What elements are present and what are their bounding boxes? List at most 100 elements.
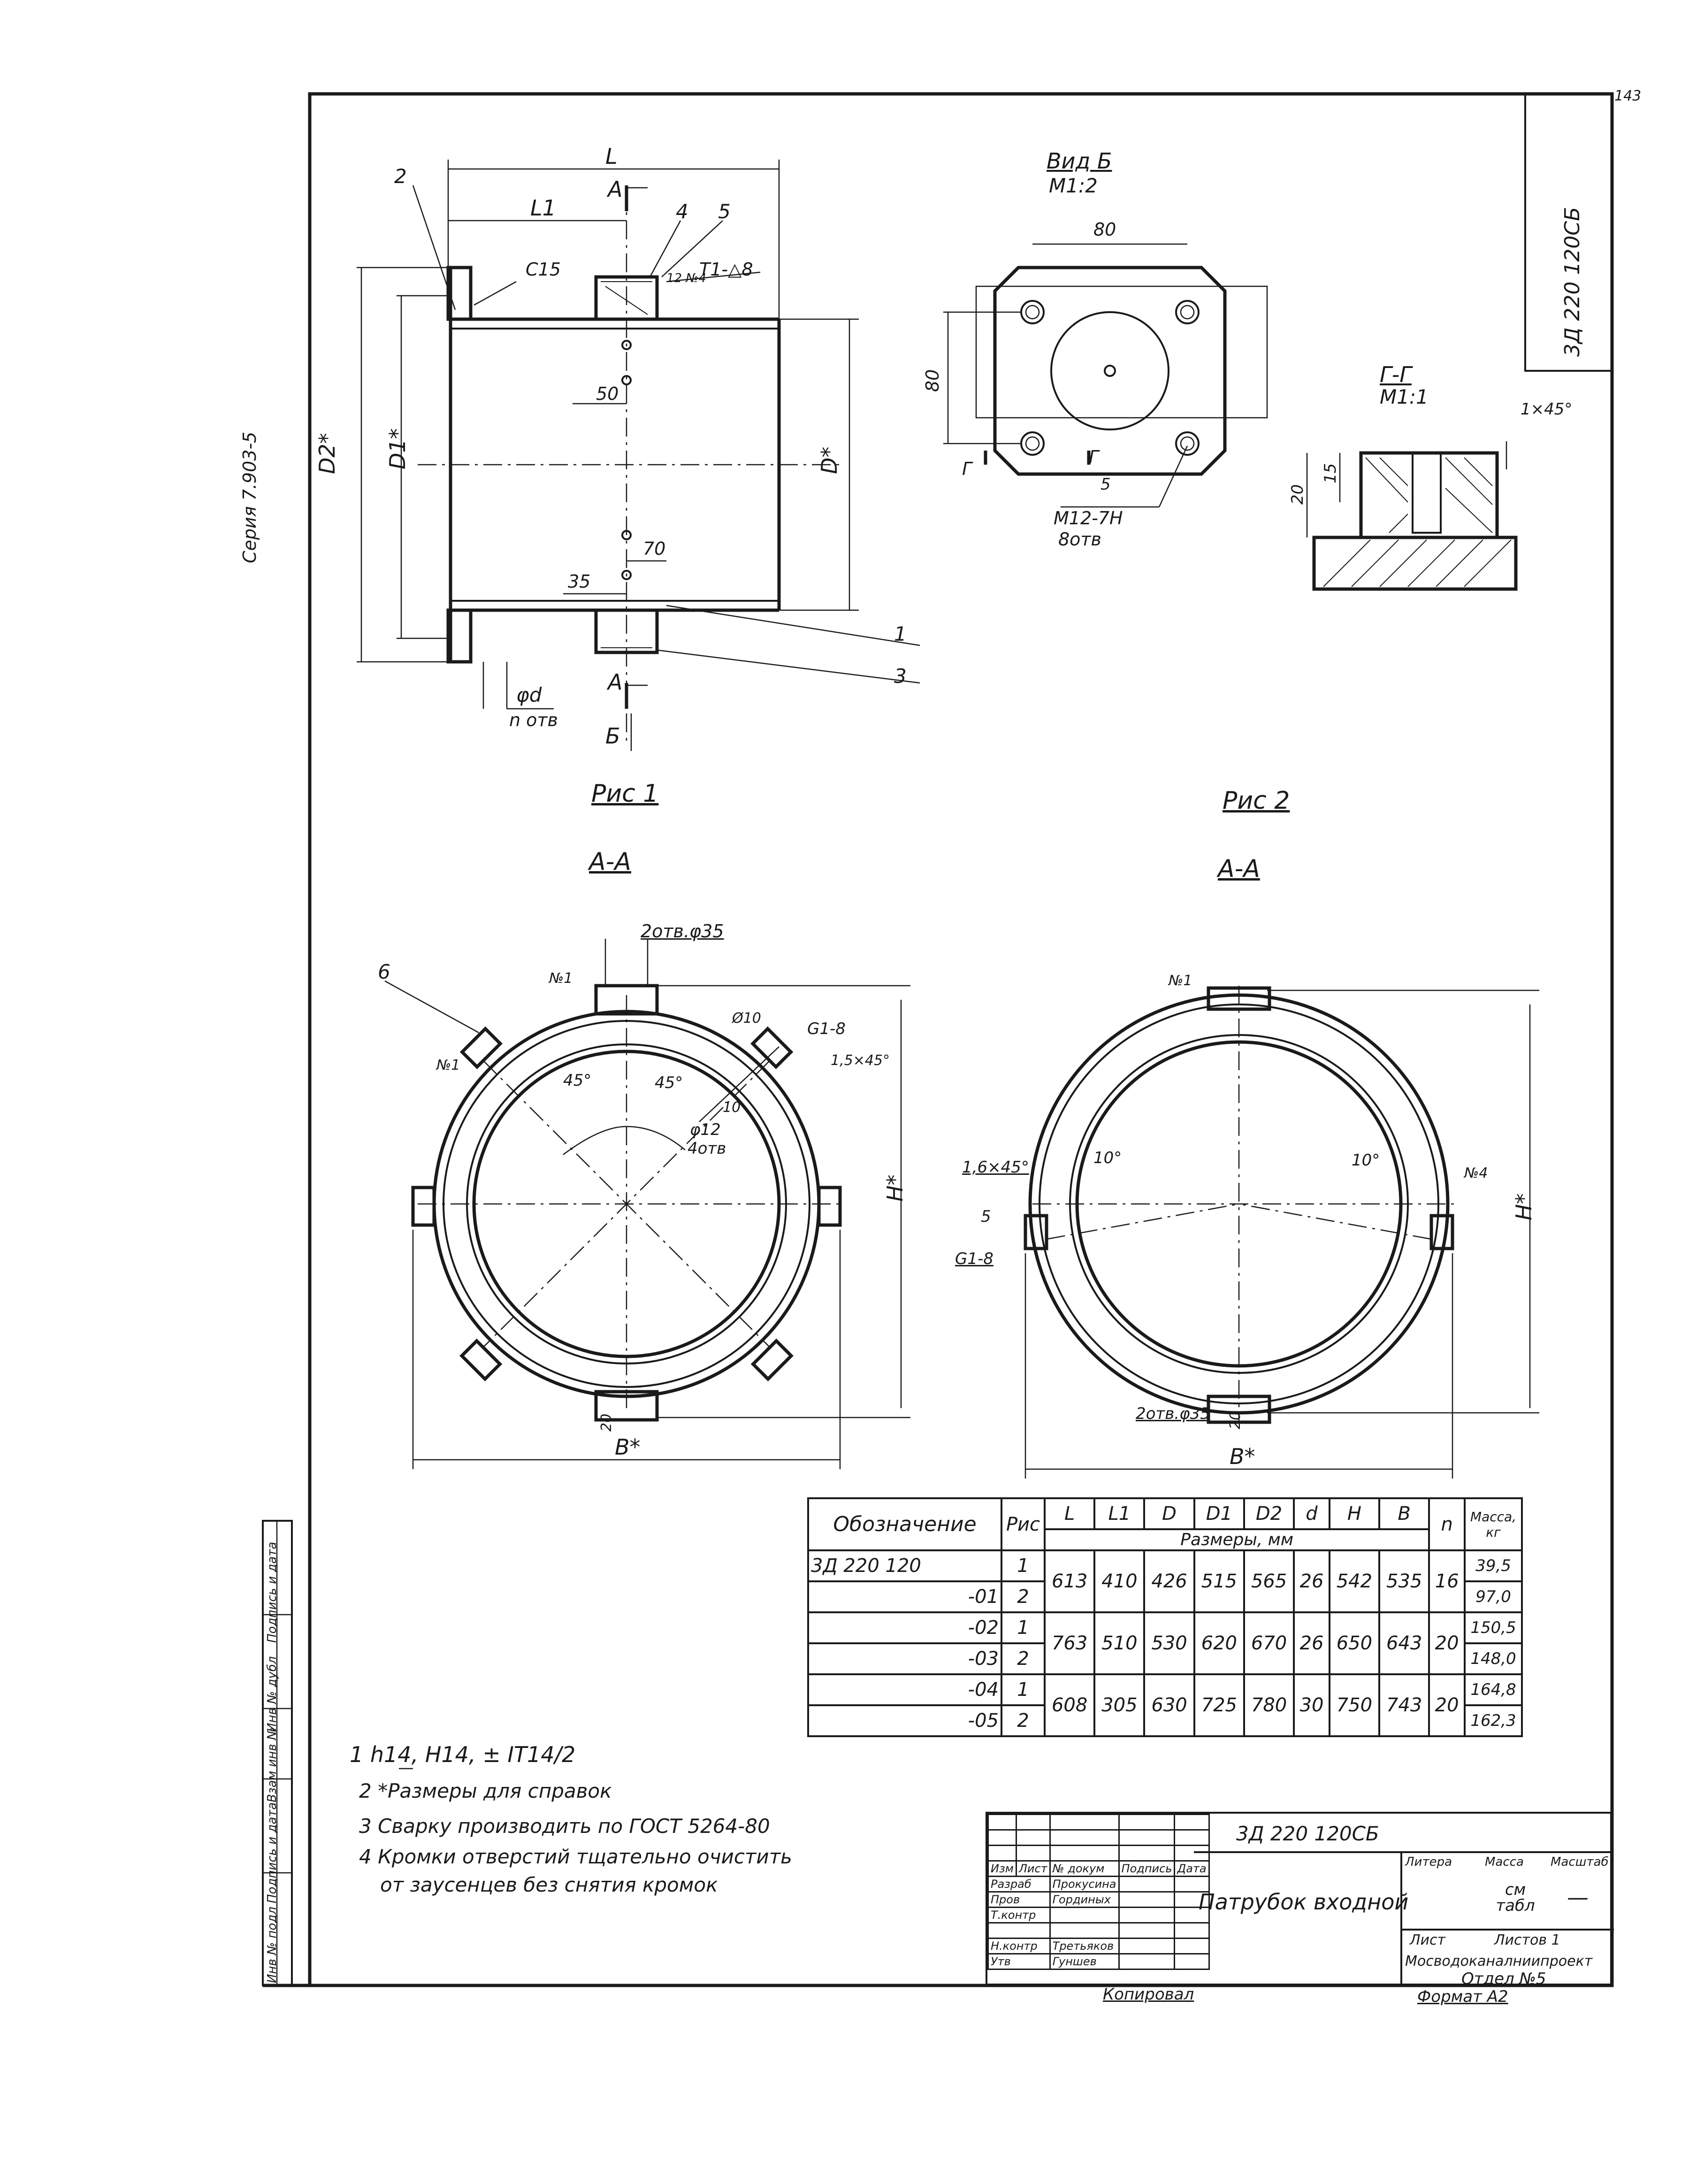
title-block: Изм Лист № докум Подпись Дата Разраб Про…: [986, 1812, 1614, 1987]
header-n: n: [1428, 1497, 1466, 1551]
litera-label: Литера: [1405, 1855, 1452, 1869]
cell-mass: 39,5: [1464, 1549, 1523, 1582]
header-l: L: [1043, 1497, 1096, 1530]
scale-value: —: [1567, 1885, 1589, 1910]
cell-mass: 164,8: [1464, 1673, 1523, 1706]
fig2-dim-b: B*: [1230, 1444, 1255, 1469]
note-4-continued: от заусенцев без снятия кромок: [380, 1873, 718, 1896]
cell-d1: 515: [1193, 1549, 1245, 1613]
fig1-no1-b: №1: [436, 1057, 460, 1073]
fig1-weld-g18: G1-8: [807, 1019, 846, 1038]
hole-spec: φd: [516, 683, 542, 706]
dim-d1: D1*: [385, 428, 410, 469]
designation-rotated: 3Д 220 120СБ: [1560, 207, 1584, 357]
view-b-scale: М1:2: [1049, 174, 1098, 197]
fig2-no1: №1: [1169, 973, 1192, 989]
header-d2: D2: [1243, 1497, 1295, 1530]
view-b-leader-num: 5: [1101, 475, 1111, 494]
cell-b: 535: [1378, 1549, 1430, 1613]
cell-d: 426: [1143, 1549, 1195, 1613]
title-block-name: Патрубок входной: [1199, 1889, 1409, 1915]
table-row: 3Д 220 120 1 613 410 426 515 565 26 542 …: [807, 1549, 1523, 1613]
spec-table: Обозначение Рис L L1 D D1 D2 d H B n Мас…: [807, 1497, 1523, 1737]
view-b-holes: 8отв: [1058, 529, 1101, 550]
fig1-dim-10: 10: [723, 1099, 741, 1116]
fig2-angle-10a: 10°: [1093, 1149, 1122, 1167]
cell-mass: 148,0: [1464, 1642, 1523, 1675]
fig1-dim-20: 20: [598, 1413, 615, 1432]
title-block-grid: Изм Лист № докум Подпись Дата Разраб Про…: [987, 1814, 1210, 1970]
col-list: Лист: [1015, 1860, 1051, 1877]
cell-fig: 1: [1001, 1549, 1046, 1582]
cell-mass: 162,3: [1464, 1704, 1523, 1737]
role-name: Прокусина: [1049, 1876, 1120, 1893]
cell-designation: 3Д 220 120: [807, 1549, 1002, 1582]
fig2-section: [1024, 986, 1539, 1479]
cell-n: 20: [1428, 1611, 1466, 1675]
fig1-pos-6: 6: [378, 960, 390, 983]
side-stamp-inv: Инв № подл: [265, 1907, 279, 1983]
table-row: -04 1 608 305 630 725 780 30 750 743 20 …: [807, 1673, 1523, 1737]
section-gg-dim-20: 20: [1288, 484, 1307, 505]
fig2-pos-5: 5: [981, 1207, 991, 1226]
table-row: Н.контр Третьяков: [987, 1938, 1210, 1954]
cell-fig: 2: [1001, 1642, 1046, 1675]
cell-fig: 1: [1001, 1673, 1046, 1706]
col-date: Дата: [1174, 1860, 1210, 1877]
section-g-g: [1306, 441, 1518, 591]
fig2-weld-g18: G1-8: [955, 1249, 994, 1268]
section-gg-dim-15: 15: [1321, 463, 1340, 483]
header-designation: Обозначение: [807, 1497, 1002, 1551]
cell-d: 630: [1143, 1673, 1195, 1737]
cell-fig: 2: [1001, 1580, 1046, 1613]
col-doc: № докум: [1049, 1860, 1120, 1877]
fig1-chamfer: 1,5×45°: [831, 1052, 890, 1069]
note-1: 1 h14, H14, ± IT14/2: [350, 1742, 576, 1767]
header-fig: Рис: [1001, 1497, 1046, 1551]
fig2-dim-20: 20: [1227, 1411, 1244, 1429]
mass-value: см табл: [1496, 1880, 1535, 1915]
cell-mass: 150,5: [1464, 1611, 1523, 1644]
section-a-top: А: [608, 176, 623, 202]
header-units: Размеры, мм: [1043, 1528, 1430, 1551]
title-block-header-row: Изм Лист № докум Подпись Дата: [987, 1860, 1210, 1877]
dim-50: 50: [596, 383, 619, 404]
role-label: Пров: [987, 1891, 1051, 1908]
series-note: Серия 7.903-5: [239, 431, 260, 563]
title-block-designation: 3Д 220 120СБ: [1236, 1822, 1379, 1845]
cell-designation: -05: [807, 1704, 1002, 1737]
side-stamp-dup: Инв № дубл: [265, 1656, 279, 1732]
fig1-no1-a: №1: [549, 970, 573, 987]
sheet-label: Лист: [1410, 1932, 1446, 1948]
note-2: 2 *Размеры для справок: [359, 1779, 612, 1802]
table-row: Утв Гуншев: [987, 1953, 1210, 1970]
fig2-angle-10b: 10°: [1352, 1151, 1380, 1170]
cell-h: 650: [1328, 1611, 1381, 1675]
side-stamp-replace: Взам инв №: [265, 1727, 279, 1802]
dim-d: D*: [817, 446, 842, 474]
fig1-label: Рис 1: [591, 780, 659, 808]
fig1-dia-phi10: Ø10: [732, 1010, 761, 1027]
cell-d1: 620: [1193, 1611, 1245, 1675]
section-gg-scale: М1:1: [1380, 385, 1429, 408]
fig1-dim-h: H*: [882, 1174, 908, 1202]
header-l1: L1: [1093, 1497, 1146, 1530]
dim-35: 35: [568, 571, 591, 592]
table-row: Размеры, мм: [808, 1528, 1522, 1551]
note-4: 4 Кромки отверстий тщательно очистить: [359, 1845, 792, 1868]
view-b-title: Вид Б: [1047, 148, 1112, 174]
section-gg-title: Г-Г: [1380, 362, 1412, 387]
view-b-arrow-label: Б: [605, 723, 620, 749]
note-3: 3 Сварку производить по ГОСТ 5264-80: [359, 1815, 770, 1838]
table-row: Пров Гординых: [987, 1891, 1210, 1908]
hole-count: n отв: [509, 710, 558, 730]
fig2-section-label: А-А: [1218, 855, 1260, 883]
cell-d-small: 26: [1293, 1611, 1330, 1675]
cell-l1: 410: [1093, 1549, 1146, 1613]
cell-l: 613: [1043, 1549, 1096, 1613]
role-label: Т.контр: [987, 1907, 1051, 1923]
side-stamp-sign-1: Подпись и дата: [265, 1802, 279, 1903]
role-label: Разраб: [987, 1876, 1051, 1893]
fig1-angle-45a: 45°: [563, 1071, 592, 1090]
